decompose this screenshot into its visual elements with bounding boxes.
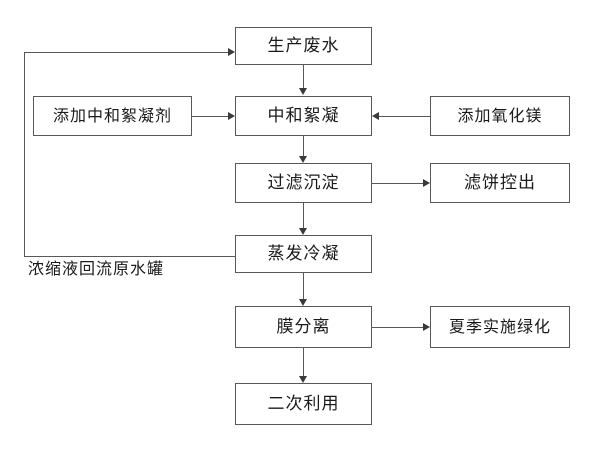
node-filtration-precipitation[interactable]: 过滤沉淀 (235, 163, 372, 203)
edge-filtration-filtercake-line (372, 183, 423, 184)
edge-evaporation-membrane-line (303, 273, 304, 299)
node-add-magnesium-oxide[interactable]: 添加氧化镁 (430, 96, 570, 136)
node-neutralization-flocculation[interactable]: 中和絮凝 (235, 96, 372, 136)
edge-magnesia-neutralize-line (379, 116, 430, 117)
node-add-neutralizing-flocculant[interactable]: 添加中和絮凝剂 (33, 96, 192, 136)
edge-recycle-bottom-segment (24, 256, 236, 257)
edge-wastewater-neutralize-line (303, 65, 304, 88)
edge-flocculant-neutralize-line (192, 116, 228, 117)
edge-membrane-greening-arrowhead-icon (423, 323, 430, 331)
node-evaporation-condensation[interactable]: 蒸发冷凝 (235, 235, 372, 273)
edge-recycle-top-segment (24, 52, 228, 53)
edge-flocculant-neutralize-arrowhead-icon (228, 112, 235, 120)
edge-neutralize-filtration-arrowhead-icon (299, 156, 307, 163)
node-secondary-utilization[interactable]: 二次利用 (235, 383, 372, 425)
edge-recycle-arrowhead-icon (228, 48, 235, 56)
edge-label-concentrate-return-to-raw-water-tank: 浓缩液回流原水罐 (28, 259, 165, 278)
edge-magnesia-neutralize-arrowhead-icon (372, 112, 379, 120)
node-production-wastewater[interactable]: 生产废水 (235, 27, 372, 65)
edge-membrane-greening-line (372, 327, 423, 328)
node-membrane-separation[interactable]: 膜分离 (235, 306, 372, 348)
node-filter-cake-discharge[interactable]: 滤饼控出 (430, 163, 570, 203)
edge-membrane-reuse-arrowhead-icon (299, 376, 307, 383)
edge-wastewater-neutralize-arrowhead-icon (299, 88, 307, 95)
node-summer-greening[interactable]: 夏季实施绿化 (430, 306, 570, 348)
edge-filtration-evaporation-line (303, 203, 304, 228)
edge-filtration-filtercake-arrowhead-icon (423, 179, 430, 187)
edge-filtration-evaporation-arrowhead-icon (299, 228, 307, 235)
edge-evaporation-membrane-arrowhead-icon (299, 299, 307, 306)
edge-membrane-reuse-line (303, 348, 304, 376)
edge-recycle-vertical-segment (24, 52, 25, 257)
edge-neutralize-filtration-line (303, 136, 304, 156)
